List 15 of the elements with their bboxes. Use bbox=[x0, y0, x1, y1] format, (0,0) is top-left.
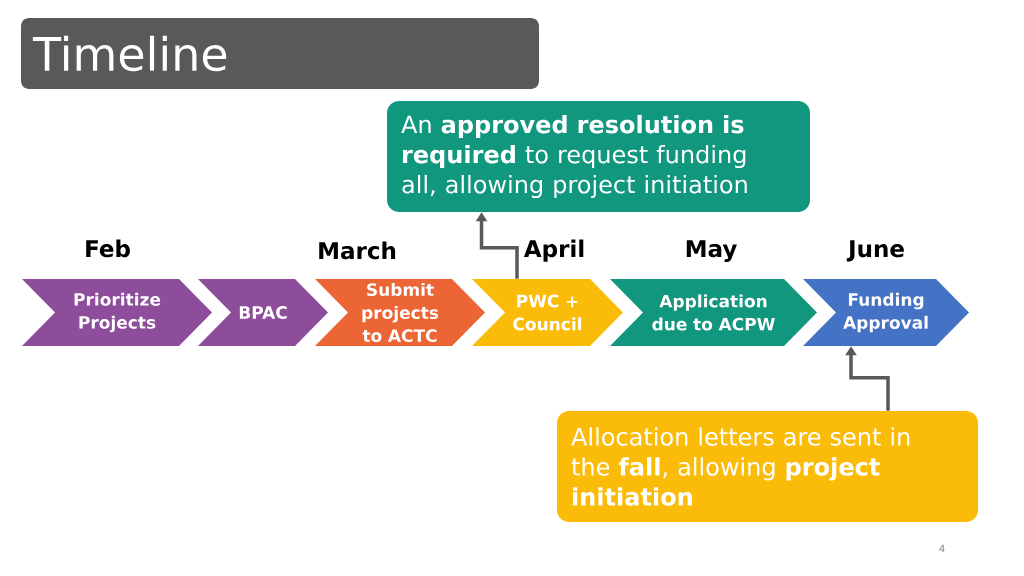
month-label: Feb bbox=[86, 239, 130, 258]
callout-box: Allocation letters are sent in the fall, allowing project initiation bbox=[557, 411, 978, 522]
page-number: 4 bbox=[939, 544, 945, 552]
process-step: BPAC bbox=[198, 279, 328, 346]
month-label: March bbox=[319, 241, 396, 260]
process-step: Submit projects to ACTC bbox=[315, 279, 485, 346]
process-step: Funding Approval bbox=[803, 279, 969, 346]
callout-box: An approved resolution is required to request funding all, allowing project initiation bbox=[387, 101, 810, 212]
process-step: Application due to ACPW bbox=[610, 279, 817, 346]
month-label: April bbox=[523, 239, 584, 262]
process-step: PWC + Council bbox=[472, 279, 623, 346]
month-label: May bbox=[686, 240, 737, 262]
month-label: June bbox=[846, 240, 904, 262]
title-box: Timeline bbox=[21, 18, 539, 89]
process-step: Prioritize Projects bbox=[22, 279, 212, 346]
